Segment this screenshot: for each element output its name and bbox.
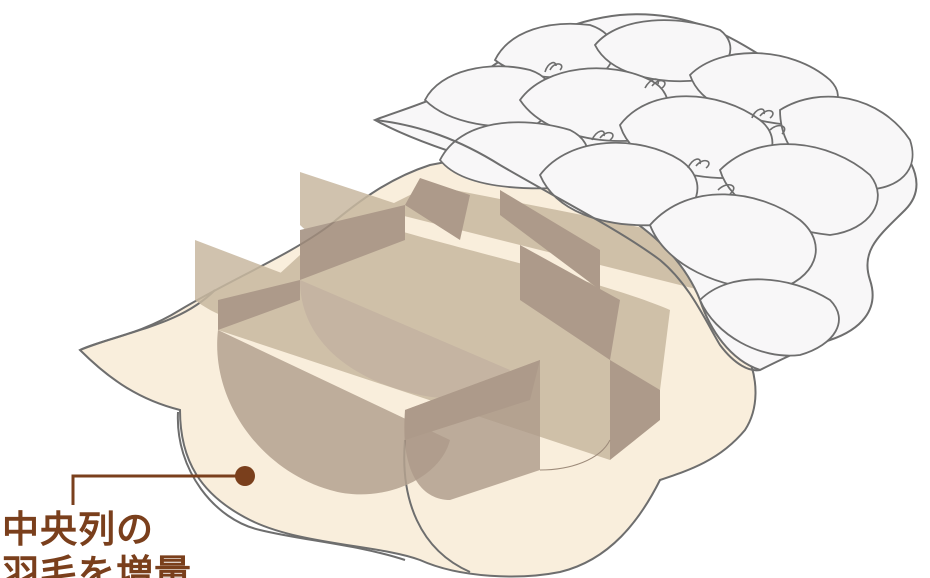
callout-label-line-2: 羽毛を増量 (2, 552, 192, 578)
leader-dot (235, 466, 255, 486)
callout-label-line-1: 中央列の (2, 508, 154, 552)
